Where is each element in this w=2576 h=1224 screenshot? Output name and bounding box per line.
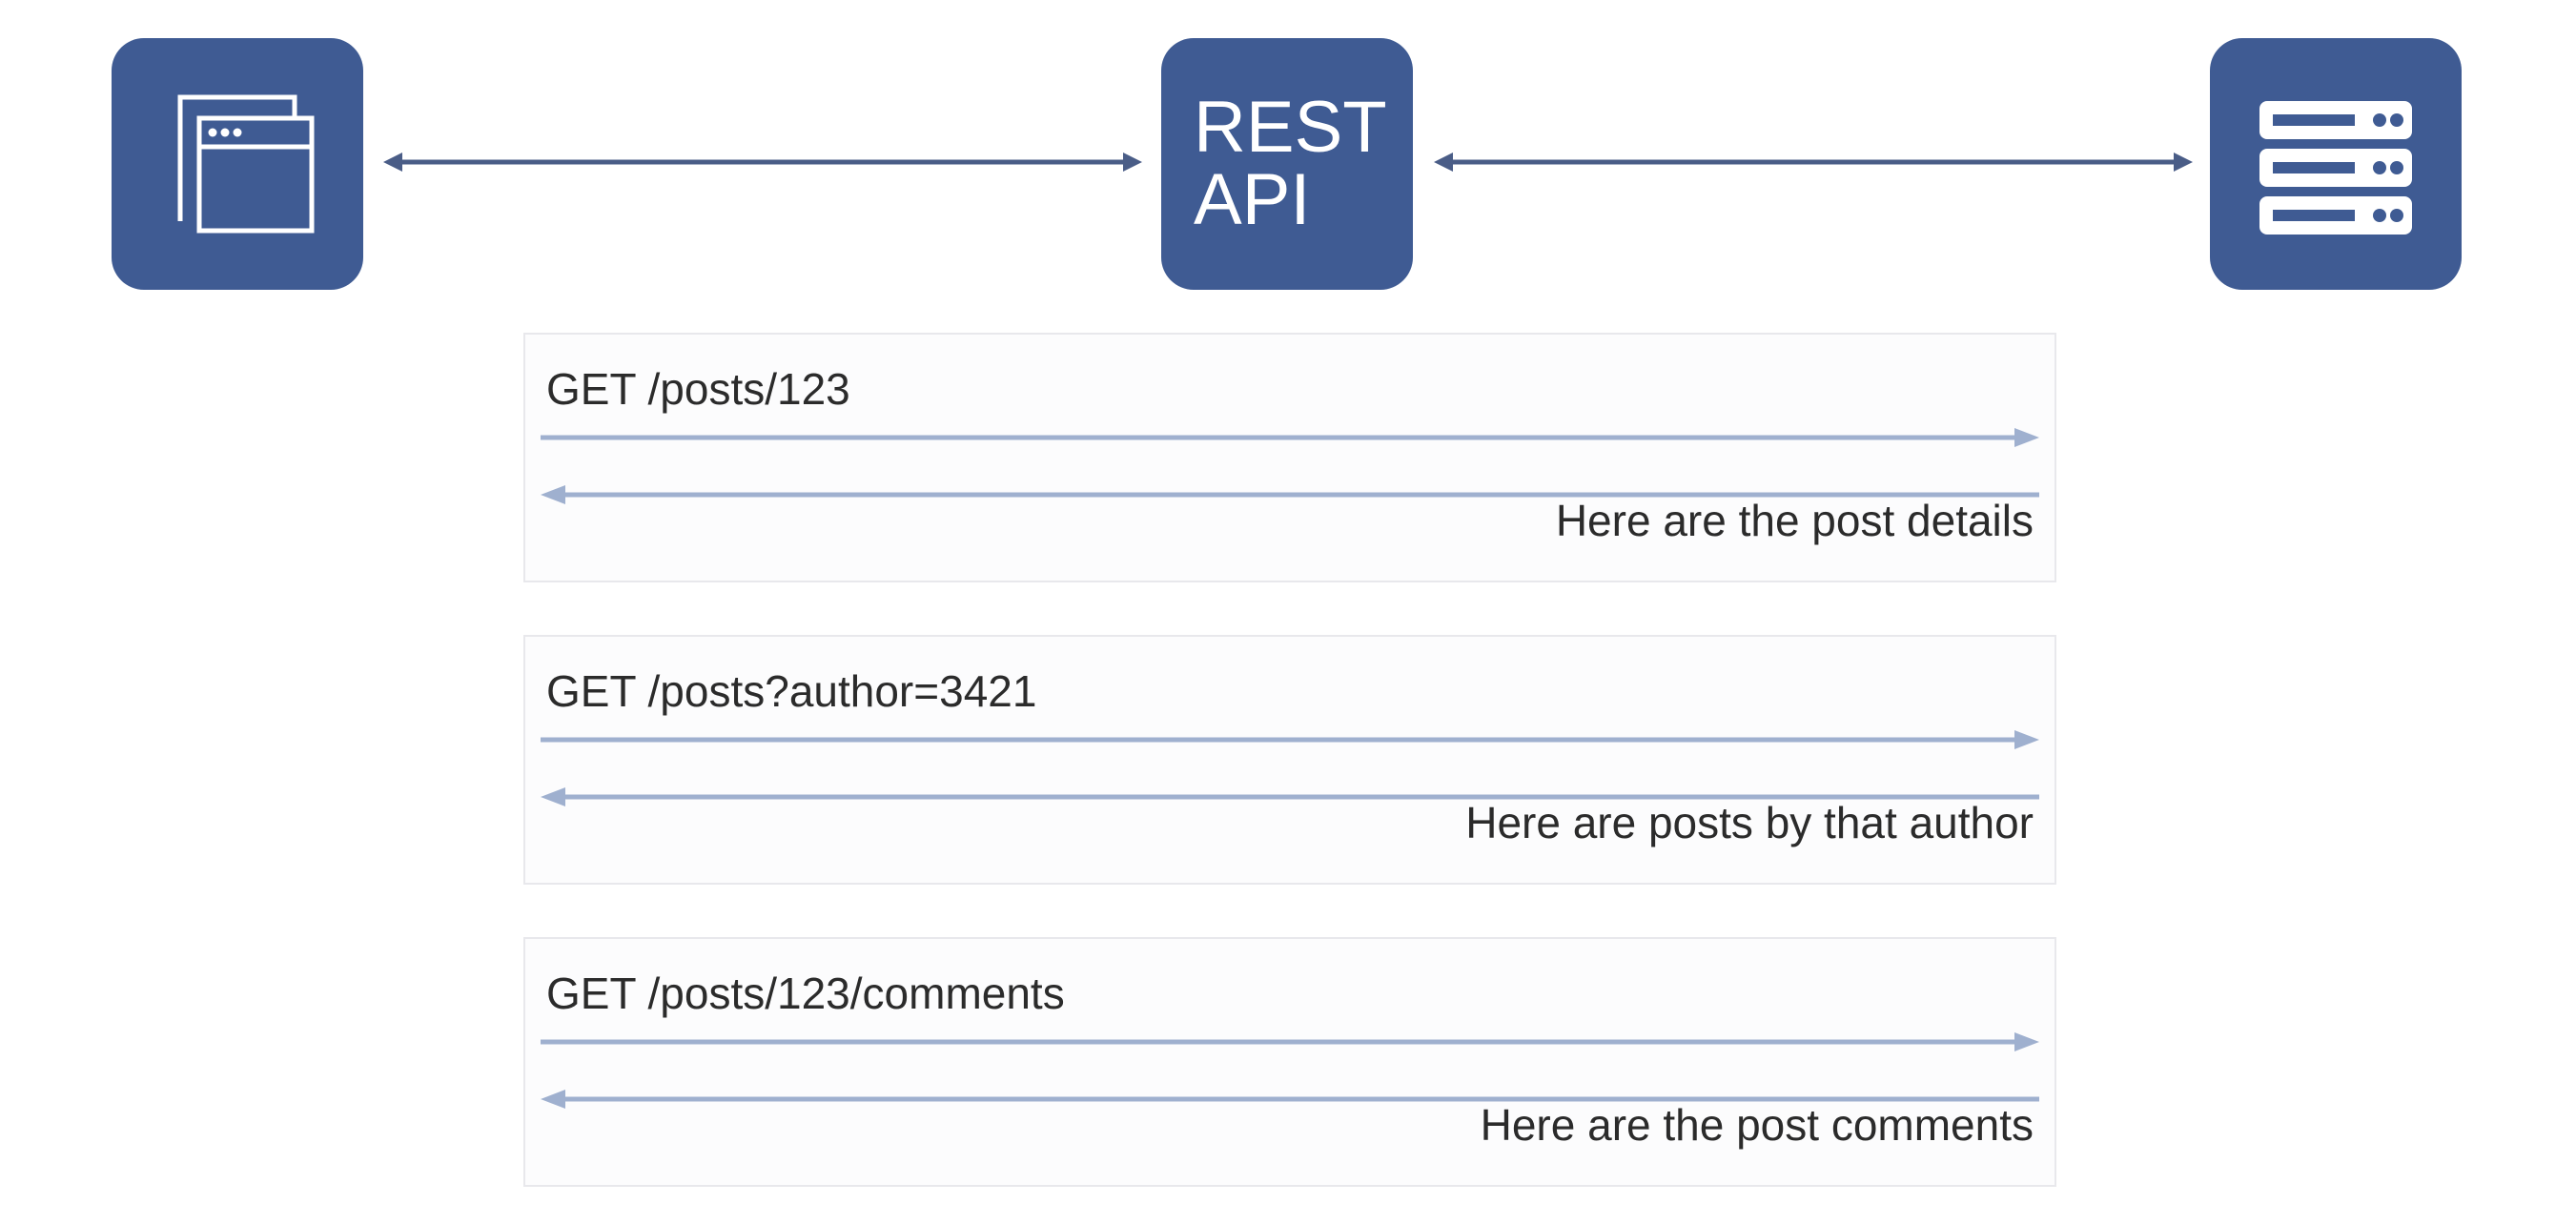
- response-arrow: [541, 1090, 2039, 1109]
- rest-api-node: REST API: [1161, 38, 1413, 290]
- response-text: Here are posts by that author: [1465, 798, 2034, 847]
- api-server-arrow: [1434, 153, 2193, 172]
- request-text: GET /posts/123/comments: [546, 969, 1065, 1018]
- exchange-box: GET /posts/123/comments Here are the pos…: [523, 937, 2056, 1187]
- request-text: GET /posts?author=3421: [546, 666, 1037, 716]
- response-text: Here are the post details: [1555, 496, 2034, 545]
- request-arrow: [541, 730, 2039, 749]
- client-node: [112, 38, 363, 290]
- rest-api-label-line2: API: [1194, 159, 1311, 240]
- rest-api-label-line1: REST: [1194, 87, 1387, 168]
- exchange-box: GET /posts?author=3421 Here are posts by…: [523, 635, 2056, 885]
- request-arrow: [541, 428, 2039, 447]
- request-arrow: [541, 1032, 2039, 1051]
- response-arrow: [541, 787, 2039, 806]
- rest-api-label: REST API: [1194, 87, 1387, 240]
- response-arrow: [541, 485, 2039, 504]
- exchange-box: GET /posts/123 Here are the post details: [523, 333, 2056, 582]
- request-text: GET /posts/123: [546, 364, 850, 414]
- server-stack-icon: [2259, 101, 2412, 235]
- browser-windows-icon: [177, 94, 315, 234]
- client-api-arrow: [383, 153, 1142, 172]
- response-text: Here are the post comments: [1480, 1100, 2034, 1150]
- server-node: [2210, 38, 2462, 290]
